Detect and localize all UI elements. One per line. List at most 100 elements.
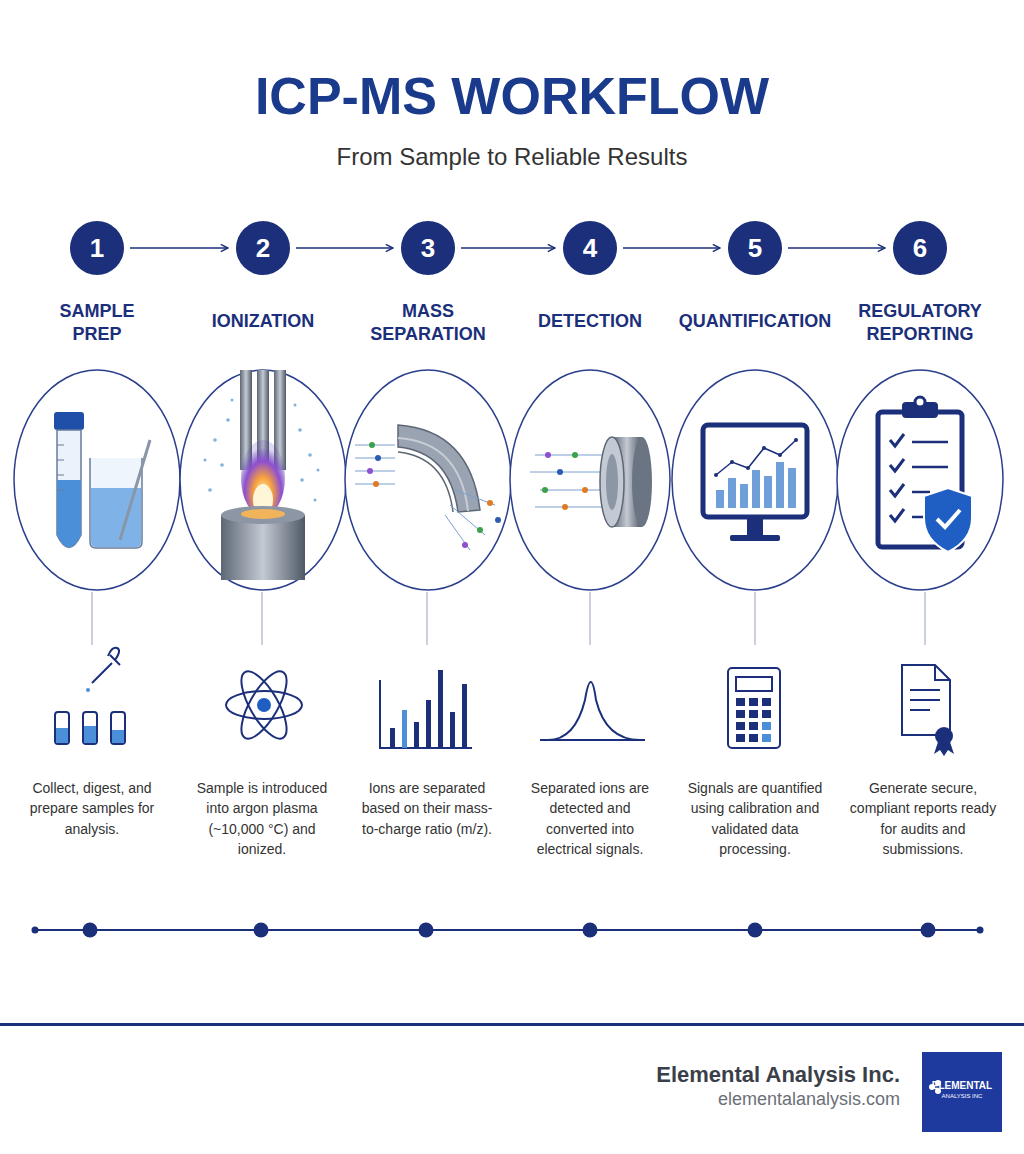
illustration-part (672, 370, 838, 590)
illustration-part (438, 670, 443, 748)
illustration-part (545, 452, 551, 458)
illustration-part (890, 434, 904, 521)
illustration-part (213, 438, 217, 442)
illustration-part (716, 490, 724, 508)
illustration-part (204, 370, 320, 580)
illustration-part (355, 425, 501, 550)
step-number: 2 (256, 233, 270, 264)
step-number-circle: 6 (893, 221, 947, 275)
illustration-part (57, 445, 64, 446)
illustration-part (837, 370, 1003, 590)
illustration-part (380, 680, 472, 748)
illustration-part (572, 452, 578, 458)
illustration-part (748, 923, 763, 938)
step-number: 6 (913, 233, 927, 264)
illustration-part (703, 425, 807, 541)
step-description: Ions are separated based on their mass-t… (357, 778, 497, 839)
illustration-part (762, 722, 771, 730)
illustration-part (0, 1023, 1024, 1026)
illustration-part (14, 370, 1003, 590)
illustration-part (35, 929, 980, 931)
illustration-part (57, 490, 64, 491)
illustration-part (180, 370, 346, 590)
illustration-part (924, 488, 972, 552)
illustration-part (91, 592, 92, 645)
illustration-part (542, 487, 548, 493)
illustration-part (57, 475, 64, 476)
illustration-part (92, 592, 925, 645)
flow-arrow (130, 247, 228, 249)
title: ICP-MS WORKFLOW (0, 66, 1024, 126)
illustration-part (32, 923, 984, 938)
illustration-part (754, 592, 755, 645)
illustration-part (942, 742, 954, 756)
step-name: SAMPLE PREP (47, 300, 147, 347)
illustration-part (257, 698, 271, 712)
illustration-part (367, 468, 373, 474)
step-name: DETECTION (520, 310, 660, 333)
illustration-part (83, 923, 98, 938)
illustration-part (112, 730, 124, 743)
illustration-part (912, 466, 948, 469)
illustration-part (714, 473, 718, 477)
step-name: MASS SEPARATION (364, 300, 492, 347)
illustration-part (487, 500, 493, 506)
illustration-part (369, 442, 375, 448)
illustration-part (728, 478, 736, 508)
illustration-part (935, 727, 953, 745)
illustration-part (740, 484, 748, 508)
step-description: Signals are quantified using calibration… (685, 778, 825, 859)
illustration-part (317, 469, 320, 472)
illustration-part (728, 668, 780, 748)
illustration-part (924, 592, 925, 645)
illustration-part (450, 712, 455, 748)
illustration-part (390, 728, 395, 748)
illustration-part (910, 709, 930, 711)
flow-arrow (461, 247, 555, 249)
illustration-part (398, 452, 453, 512)
illustration-part (419, 923, 434, 938)
illustration-part (402, 710, 407, 748)
step-description: Collect, digest, and prepare samples for… (22, 778, 162, 839)
step-number-circle: 5 (728, 221, 782, 275)
illustration-part (890, 509, 904, 521)
company-name: Elemental Analysis Inc. (580, 1062, 900, 1088)
illustration-part (530, 437, 652, 527)
illustration-part (749, 734, 758, 742)
illustration-part (557, 469, 563, 475)
illustration-part (300, 478, 304, 482)
illustration-part (445, 515, 470, 550)
illustration-part (32, 927, 39, 934)
company-url: elementalanalysis.com (580, 1089, 900, 1111)
illustration-part (92, 648, 120, 683)
illustration-part (910, 699, 940, 701)
illustration-part (231, 399, 234, 402)
illustration-part (90, 458, 142, 548)
illustration-part (495, 517, 501, 523)
illustration-part (762, 710, 771, 718)
illustration-part (535, 507, 605, 508)
illustration-part (261, 592, 262, 645)
illustration-part (730, 460, 734, 464)
illustration-part (120, 440, 150, 540)
illustration-part (935, 665, 950, 680)
illustration-part (426, 700, 431, 748)
illustration-part (308, 453, 312, 457)
illustration-part (233, 665, 295, 745)
illustration-part (314, 499, 317, 502)
illustration-part (589, 592, 590, 645)
illustration-part (912, 491, 930, 494)
illustration-part (890, 434, 904, 446)
step-number: 5 (748, 233, 762, 264)
illustration-part (55, 712, 69, 744)
illustration-part (540, 490, 605, 491)
illustration-part (221, 506, 305, 524)
illustration-part (749, 722, 758, 730)
illustration-part (477, 527, 483, 533)
illustration-part (373, 481, 379, 487)
illustration-part (220, 463, 224, 467)
logo-text: ANALYSIS INC (923, 1093, 1001, 1100)
illustration-part (390, 670, 954, 756)
